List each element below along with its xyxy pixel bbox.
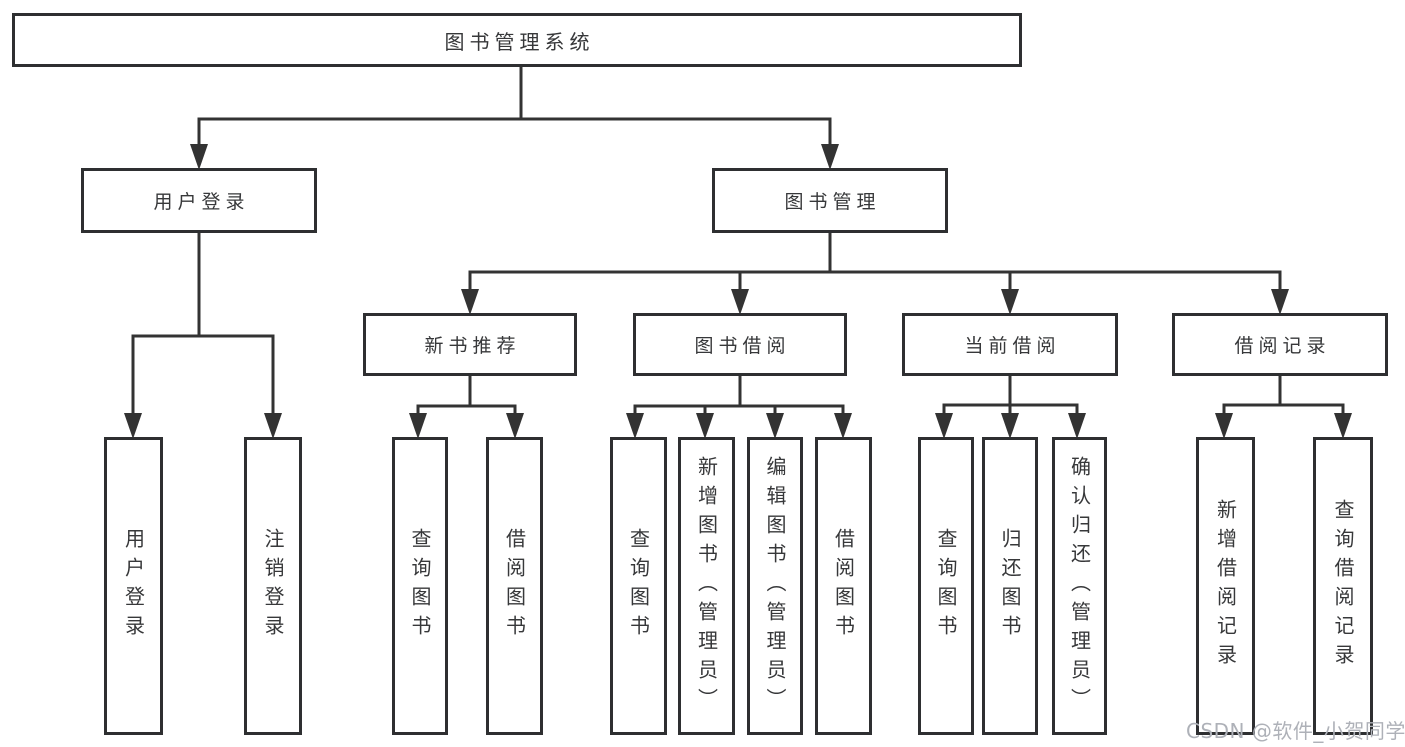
leaf-edit-book-admin-label: 编辑图书（管理员） [763, 455, 787, 717]
leaf-logout-label: 注销登录 [261, 528, 285, 644]
leaf-query-books-2: 查询图书 [610, 437, 667, 735]
node-book-borrowing-label: 图书借阅 [694, 335, 791, 357]
leaf-borrow-books-2-label: 借阅图书 [831, 528, 856, 644]
arrowhead [626, 413, 644, 439]
arrowhead [935, 413, 953, 439]
leaf-query-books-3: 查询图书 [918, 437, 974, 735]
connector-new-book-children [416, 374, 517, 416]
connector-root-to-level2 [197, 64, 832, 148]
node-current-borrowing: 当前借阅 [902, 313, 1118, 376]
arrowhead [506, 413, 524, 439]
node-borrowing-records-label: 借阅记录 [1234, 335, 1331, 357]
arrowhead [731, 289, 749, 315]
leaf-user-login-label: 用户登录 [121, 528, 146, 644]
connector-book-borrowing-children [633, 374, 845, 416]
leaf-return-book: 归还图书 [982, 437, 1038, 735]
arrowhead [1215, 413, 1233, 439]
arrowhead [1334, 413, 1352, 439]
arrowhead [696, 413, 714, 439]
arrowhead [766, 413, 784, 439]
arrowhead [264, 413, 282, 439]
arrowhead [124, 413, 142, 439]
leaf-add-borrow-record: 新增借阅记录 [1196, 437, 1255, 735]
node-root-label: 图书管理系统 [444, 29, 595, 54]
leaf-add-book-admin: 新增图书（管理员） [678, 437, 735, 735]
node-book-management: 图书管理 [712, 168, 948, 233]
leaf-query-books-1: 查询图书 [392, 437, 448, 735]
leaf-borrow-books-2: 借阅图书 [815, 437, 872, 735]
node-user-login-label: 用户登录 [153, 191, 250, 213]
arrowheads [124, 144, 1352, 439]
node-book-management-label: 图书管理 [784, 191, 881, 213]
node-user-login: 用户登录 [81, 168, 317, 233]
leaf-borrow-books-1-label: 借阅图书 [502, 528, 527, 644]
node-new-book-recommend: 新书推荐 [363, 313, 577, 376]
leaf-query-books-2-label: 查询图书 [626, 528, 651, 644]
leaf-user-login: 用户登录 [104, 437, 163, 735]
arrowhead [461, 289, 479, 315]
node-book-borrowing: 图书借阅 [633, 313, 847, 376]
leaf-query-books-3-label: 查询图书 [934, 528, 958, 644]
connector-book-management-to-level3 [468, 231, 1282, 292]
leaf-edit-book-admin: 编辑图书（管理员） [747, 437, 803, 735]
connector-user-login-children [131, 231, 275, 416]
node-root: 图书管理系统 [12, 13, 1022, 67]
leaf-add-book-admin-label: 新增图书（管理员） [694, 455, 719, 717]
leaf-confirm-return-admin-label: 确认归还（管理员） [1067, 455, 1092, 717]
arrowhead [1271, 289, 1289, 315]
leaf-return-book-label: 归还图书 [998, 528, 1022, 644]
leaf-borrow-books-1: 借阅图书 [486, 437, 543, 735]
arrowhead [190, 144, 208, 170]
connector-borrowing-records-children [1222, 374, 1345, 416]
arrowhead [1068, 413, 1086, 439]
arrowhead [409, 413, 427, 439]
leaf-add-borrow-record-label: 新增借阅记录 [1213, 499, 1238, 673]
watermark: CSDN @软件_小贺同学 [1186, 719, 1405, 743]
node-borrowing-records: 借阅记录 [1172, 313, 1388, 376]
arrowhead [1001, 289, 1019, 315]
leaf-logout: 注销登录 [244, 437, 302, 735]
connector-current-borrowing-children [942, 374, 1079, 416]
node-current-borrowing-label: 当前借阅 [964, 335, 1061, 357]
leaf-query-borrow-record-label: 查询借阅记录 [1331, 499, 1355, 673]
arrowhead [834, 413, 852, 439]
arrowhead [1001, 413, 1019, 439]
node-new-book-recommend-label: 新书推荐 [424, 335, 521, 357]
arrowhead [821, 144, 839, 170]
leaf-confirm-return-admin: 确认归还（管理员） [1052, 437, 1107, 735]
leaf-query-books-1-label: 查询图书 [408, 528, 432, 644]
leaf-query-borrow-record: 查询借阅记录 [1313, 437, 1373, 735]
